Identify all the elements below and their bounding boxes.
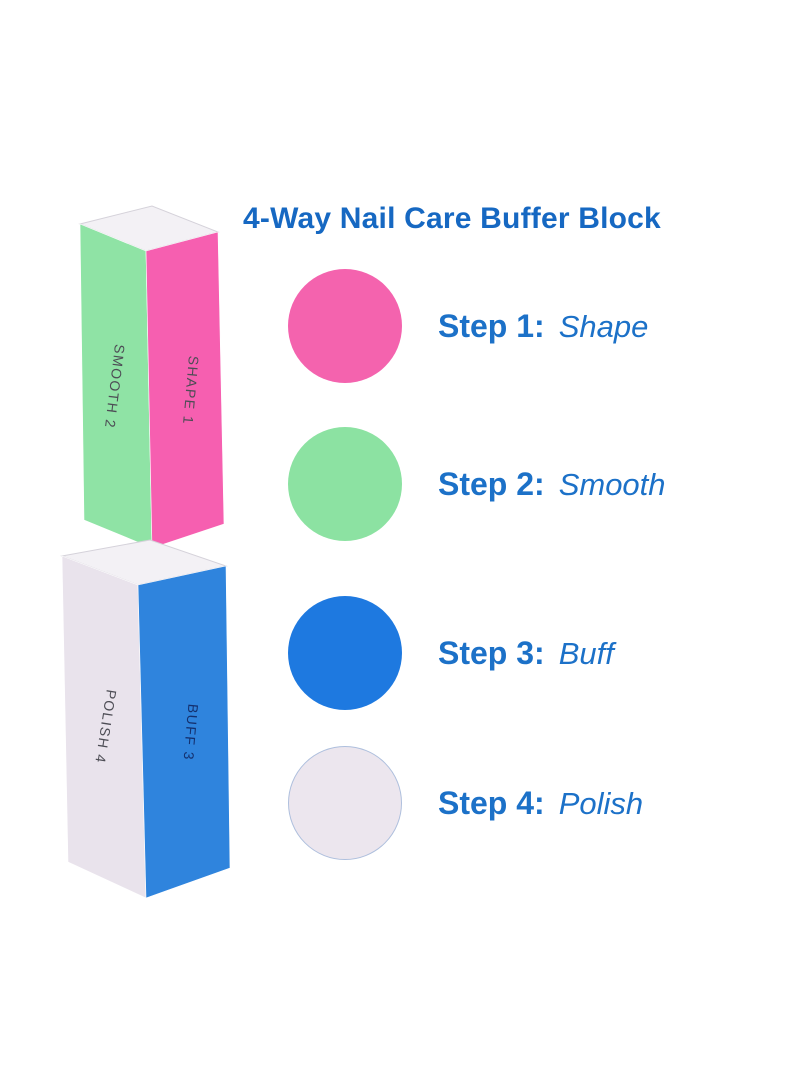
step2-name: Smooth: [558, 466, 666, 502]
step1-label: Step 1:: [438, 307, 545, 344]
step2-label: Step 2:: [438, 465, 545, 502]
page-title: 4-Way Nail Care Buffer Block: [243, 202, 661, 235]
step4-text: Step 4: Polish: [438, 785, 643, 822]
bottom-buffer-block: POLISH 4 BUFF 3: [60, 539, 231, 899]
step3-label: Step 3:: [438, 634, 545, 671]
step1-name: Shape: [558, 308, 649, 344]
top-buffer-block: SMOOTH 2 SHAPE 1: [78, 205, 225, 549]
step4-label: Step 4:: [438, 784, 545, 821]
step1-color-swatch: [288, 269, 402, 383]
shape-face-label: SHAPE 1: [180, 355, 202, 426]
top-block-shape-face: [145, 231, 225, 549]
step1-text: Step 1: Shape: [438, 308, 648, 345]
step4-color-swatch: [288, 746, 402, 860]
step-row-3: Step 3: Buff: [288, 596, 614, 710]
step-row-2: Step 2: Smooth: [288, 427, 666, 541]
step3-name: Buff: [558, 635, 614, 671]
step2-color-swatch: [288, 427, 402, 541]
bottom-block-buff-face: [137, 565, 231, 899]
buff-face-label: BUFF 3: [181, 703, 202, 761]
step4-name: Polish: [558, 785, 644, 821]
step3-color-swatch: [288, 596, 402, 710]
step-row-1: Step 1: Shape: [288, 269, 648, 383]
step3-text: Step 3: Buff: [438, 635, 614, 672]
step-row-4: Step 4: Polish: [288, 746, 643, 860]
buffer-blocks-illustration: SMOOTH 2 SHAPE 1 POLISH 4 BUFF 3: [60, 205, 231, 899]
step2-text: Step 2: Smooth: [438, 466, 666, 503]
